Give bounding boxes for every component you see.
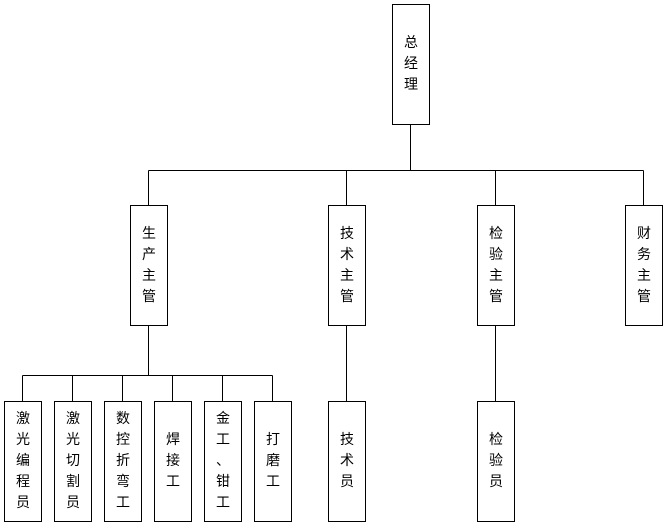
grinder-box: 打 磨 工	[254, 401, 292, 522]
laser-cutter-box: 激 光 切 割 员	[54, 401, 92, 522]
metalworker-fitter-label: 金 工 、 钳 工	[216, 411, 230, 511]
technical-manager-box: 技 术 主 管	[328, 205, 366, 326]
technician-box: 技 术 员	[328, 401, 366, 522]
welder-label: 焊 接 工	[166, 432, 180, 490]
laser-cutter-label: 激 光 切 割 员	[66, 411, 80, 511]
cnc-bender-label: 数 控 折 弯 工	[116, 411, 130, 511]
inspection-manager-box: 检 验 主 管	[477, 205, 515, 326]
production-manager-box: 生 产 主 管	[130, 205, 168, 326]
inspection-manager-label: 检 验 主 管	[489, 225, 503, 305]
finance-manager-label: 财 务 主 管	[637, 225, 651, 305]
general-manager-label: 总 经 理	[404, 35, 418, 93]
general-manager-box: 总 经 理	[392, 4, 430, 125]
cnc-bender-box: 数 控 折 弯 工	[104, 401, 142, 522]
welder-box: 焊 接 工	[154, 401, 192, 522]
finance-manager-box: 财 务 主 管	[625, 205, 663, 326]
laser-programmer-box: 激 光 编 程 员	[4, 401, 42, 522]
production-manager-label: 生 产 主 管	[142, 225, 156, 305]
technician-label: 技 术 员	[340, 432, 354, 490]
inspector-label: 检 验 员	[489, 432, 503, 490]
grinder-label: 打 磨 工	[266, 432, 280, 490]
laser-programmer-label: 激 光 编 程 员	[16, 411, 30, 511]
metalworker-fitter-box: 金 工 、 钳 工	[204, 401, 242, 522]
technical-manager-label: 技 术 主 管	[340, 225, 354, 305]
inspector-box: 检 验 员	[477, 401, 515, 522]
